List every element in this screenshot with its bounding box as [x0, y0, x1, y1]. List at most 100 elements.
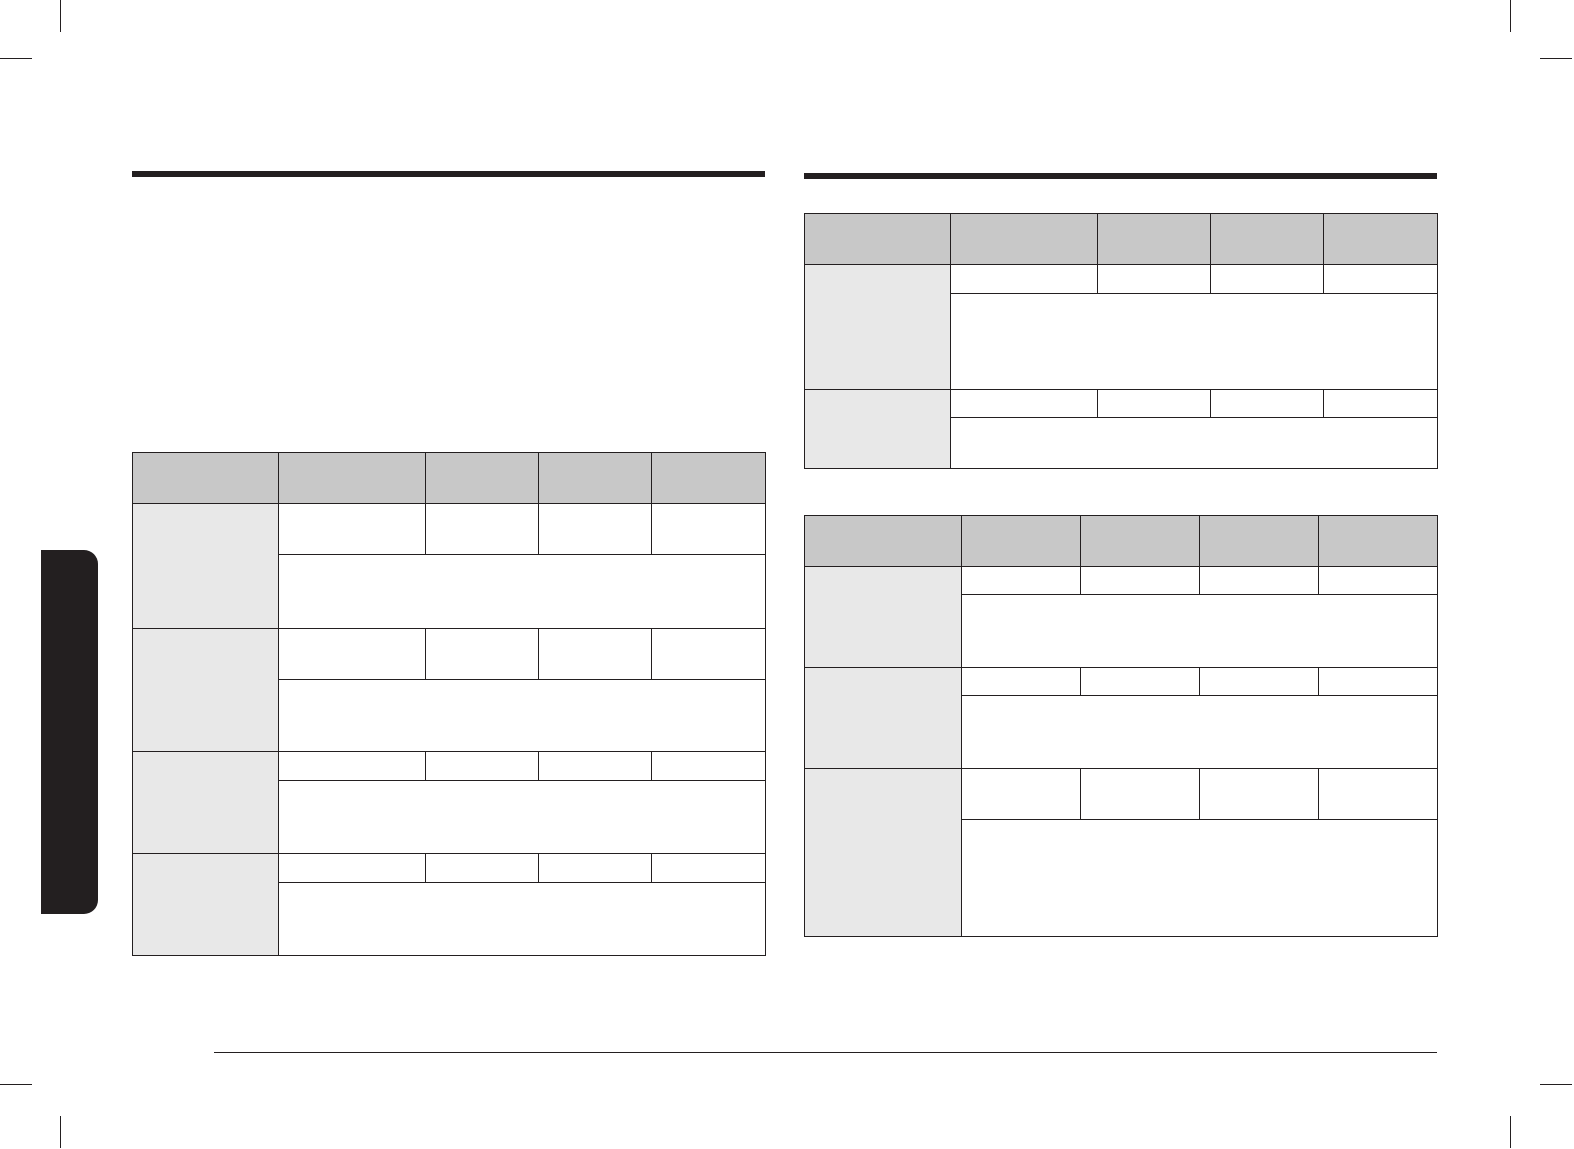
note-cell — [278, 882, 766, 956]
value-cell — [1318, 768, 1438, 820]
value-cell — [961, 566, 1081, 595]
value-cell — [278, 628, 426, 680]
row-label — [804, 667, 962, 769]
table-note-row — [133, 780, 766, 854]
header-cell — [278, 452, 426, 504]
value-cell — [538, 853, 652, 883]
crop-mark-top-left — [60, 0, 61, 32]
value-cell — [278, 853, 426, 883]
row-label — [804, 768, 962, 937]
value-cell — [961, 768, 1081, 820]
table-header-row — [804, 515, 1438, 567]
value-cell — [425, 628, 539, 680]
value-cell — [538, 628, 652, 680]
header-cell — [425, 452, 539, 504]
value-cell — [651, 628, 766, 680]
value-cell — [1199, 768, 1319, 820]
note-cell — [950, 417, 1438, 469]
value-cell — [1199, 667, 1319, 696]
note-cell — [278, 780, 766, 854]
left-section-rule — [132, 171, 765, 177]
footer-rule — [214, 1052, 1437, 1053]
value-cell — [1210, 389, 1324, 418]
header-cell — [1199, 515, 1319, 567]
value-cell — [950, 389, 1098, 418]
table-row — [804, 667, 1438, 769]
table-note-row — [133, 554, 766, 629]
value-cell — [538, 503, 652, 555]
header-cell — [804, 213, 951, 265]
header-cell — [132, 452, 279, 504]
value-cell — [425, 853, 539, 883]
value-cell — [1080, 768, 1200, 820]
value-cell — [278, 503, 426, 555]
header-cell — [538, 452, 652, 504]
header-cell — [1323, 213, 1438, 265]
value-cell — [1080, 566, 1200, 595]
value-cell — [961, 667, 1081, 696]
right-section-rule — [804, 173, 1437, 179]
crop-mark-top-right — [1510, 0, 1511, 32]
table-row — [132, 853, 766, 956]
right-table-bottom — [804, 515, 1438, 937]
value-cell — [1318, 667, 1438, 696]
table-row — [132, 751, 766, 854]
header-cell — [950, 213, 1098, 265]
table-header-row — [132, 452, 766, 504]
table-row — [804, 768, 1438, 937]
row-label — [132, 751, 279, 854]
header-cell — [961, 515, 1081, 567]
crop-mark-top-right — [1540, 58, 1572, 59]
value-cell — [651, 503, 766, 555]
crop-mark-top-left — [0, 58, 32, 59]
right-table-top — [804, 213, 1438, 469]
table-row — [804, 566, 1438, 668]
table-note-row — [805, 594, 1438, 668]
value-cell — [1323, 389, 1438, 418]
table-note-row — [805, 417, 1438, 469]
value-cell — [425, 751, 539, 781]
value-cell — [425, 503, 539, 555]
table-header-row — [804, 213, 1438, 265]
table-note-row — [133, 882, 766, 956]
note-cell — [278, 554, 766, 629]
value-cell — [278, 751, 426, 781]
row-label — [132, 628, 279, 752]
table-note-row — [805, 695, 1438, 769]
note-cell — [950, 293, 1438, 390]
header-cell — [1080, 515, 1200, 567]
header-cell — [1318, 515, 1438, 567]
left-table — [132, 452, 766, 956]
value-cell — [1318, 566, 1438, 595]
value-cell — [1210, 264, 1324, 294]
value-cell — [1323, 264, 1438, 294]
table-row — [132, 503, 766, 629]
value-cell — [1097, 389, 1211, 418]
table-row — [804, 389, 1438, 469]
table-row — [132, 628, 766, 752]
crop-mark-bottom-left — [0, 1084, 32, 1085]
header-cell — [651, 452, 766, 504]
value-cell — [1080, 667, 1200, 696]
crop-mark-bottom-left — [60, 1116, 61, 1148]
crop-mark-bottom-right — [1510, 1116, 1511, 1148]
note-cell — [961, 695, 1438, 769]
value-cell — [1199, 566, 1319, 595]
value-cell — [1097, 264, 1211, 294]
value-cell — [651, 853, 766, 883]
crop-mark-bottom-right — [1540, 1084, 1572, 1085]
header-cell — [804, 515, 962, 567]
note-cell — [961, 594, 1438, 668]
note-cell — [278, 679, 766, 752]
row-label — [132, 503, 279, 629]
table-note-row — [805, 819, 1438, 937]
row-label — [804, 389, 951, 469]
value-cell — [651, 751, 766, 781]
value-cell — [950, 264, 1098, 294]
row-label — [804, 566, 962, 668]
value-cell — [538, 751, 652, 781]
header-cell — [1097, 213, 1211, 265]
note-cell — [961, 819, 1438, 937]
table-row — [804, 264, 1438, 390]
row-label — [132, 853, 279, 956]
